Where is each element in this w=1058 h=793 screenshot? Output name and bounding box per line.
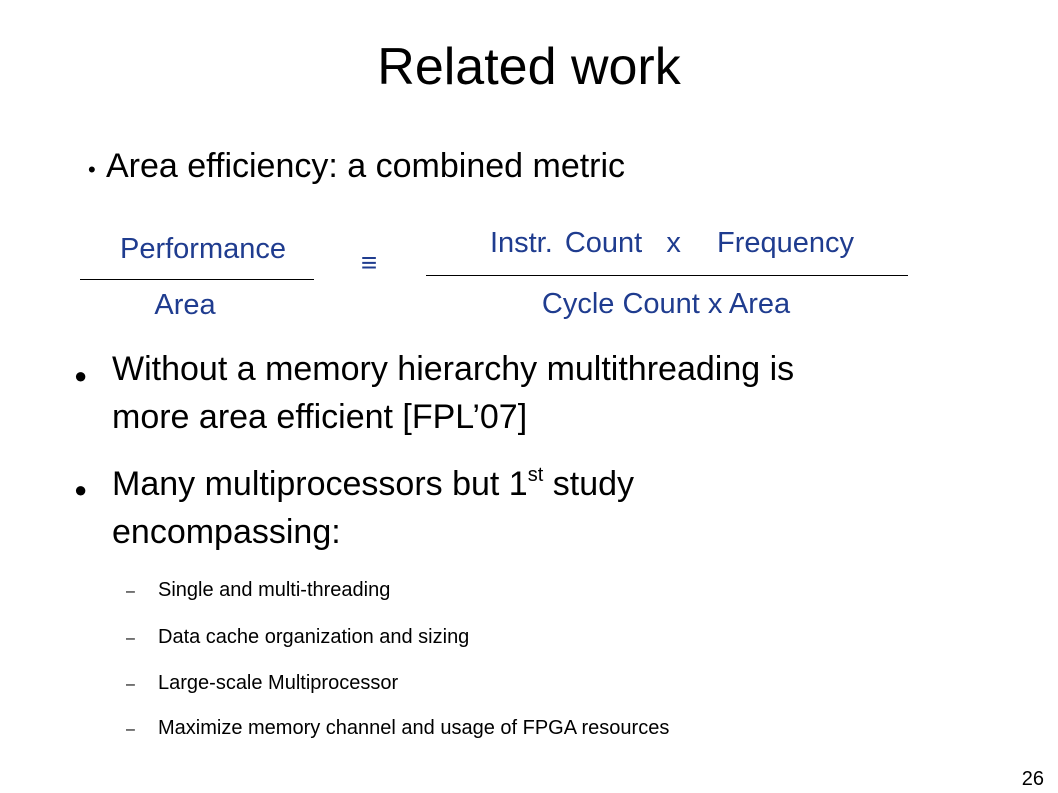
formula-lhs-numerator: Performance	[119, 233, 286, 265]
sub-bullet-dash: –	[126, 721, 135, 738]
bullet-dot: •	[88, 157, 96, 182]
sub-bullet-text: Maximize memory channel and usage of FPG…	[158, 717, 670, 739]
bullet-dot: ●	[74, 477, 88, 502]
sub-bullet-dash: –	[126, 630, 135, 647]
bullet-dot: ●	[74, 363, 88, 388]
slide-title: Related work	[377, 38, 681, 96]
bullet-line: encompassing:	[112, 513, 341, 551]
sub-bullet-text: Large-scale Multiprocessor	[158, 672, 399, 694]
equivalence-symbol: ≡	[360, 247, 378, 278]
sub-bullet-dash: –	[126, 676, 135, 693]
bullet-text: study	[543, 465, 635, 503]
sub-bullet-text: Data cache organization and sizing	[158, 626, 470, 648]
page-number: 26	[1021, 768, 1044, 790]
bullet-line: Many multiprocessors but 1st study	[112, 463, 634, 505]
superscript: st	[527, 464, 544, 486]
sub-bullet-dash: –	[126, 583, 135, 600]
formula-rhs-numerator: Instr. Count x Frequency	[489, 227, 855, 259]
bullet-line: more area efficient [FPL’07]	[112, 398, 528, 436]
sub-bullet-text: Single and multi-threading	[158, 579, 391, 601]
fraction-line-right	[426, 275, 908, 276]
formula-lhs-denominator: Area	[154, 289, 216, 321]
formula-rhs-denominator: Cycle Count x Area	[541, 288, 791, 320]
fraction-line-left	[80, 279, 314, 280]
subtitle-text: Area efficiency: a combined metric	[106, 147, 626, 185]
bullet-text: Many multiprocessors but 1	[112, 465, 528, 503]
bullet-line: Without a memory hierarchy multithreadin…	[112, 350, 795, 388]
